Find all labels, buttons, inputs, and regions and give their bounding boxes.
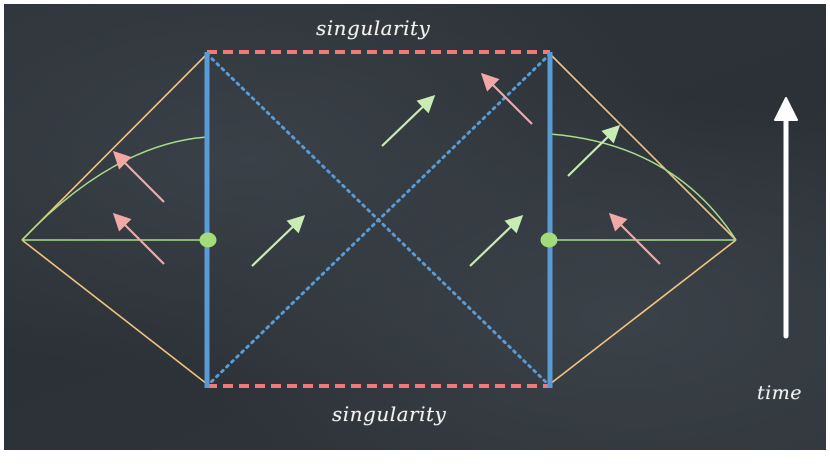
chalkboard: singularity singularity time [4, 4, 826, 450]
singularity-top-label: singularity [316, 16, 431, 40]
green-arrow-icon [469, 214, 524, 267]
up-arrow-icon [774, 97, 798, 339]
right-curves [549, 133, 737, 241]
horizon-diagonals [205, 52, 552, 388]
pink-arrow-icon [112, 212, 165, 265]
right-boundary [549, 53, 737, 385]
green-arrow-icon [381, 94, 436, 147]
time-label: time [757, 382, 802, 404]
green-arrows [251, 94, 621, 267]
pink-arrow-icon [112, 150, 165, 203]
pink-arrows [112, 72, 661, 265]
green-arrow-icon [567, 124, 621, 177]
penrose-diagram [21, 50, 798, 388]
pink-arrow-icon [608, 212, 661, 265]
pink-arrow-icon [480, 72, 533, 125]
dot-icon [540, 232, 558, 248]
singularity-bottom-label: singularity [332, 402, 447, 426]
left-curves [21, 136, 208, 241]
dot-icon [199, 232, 217, 248]
green-arrow-icon [251, 214, 306, 267]
left-boundary [21, 53, 208, 385]
